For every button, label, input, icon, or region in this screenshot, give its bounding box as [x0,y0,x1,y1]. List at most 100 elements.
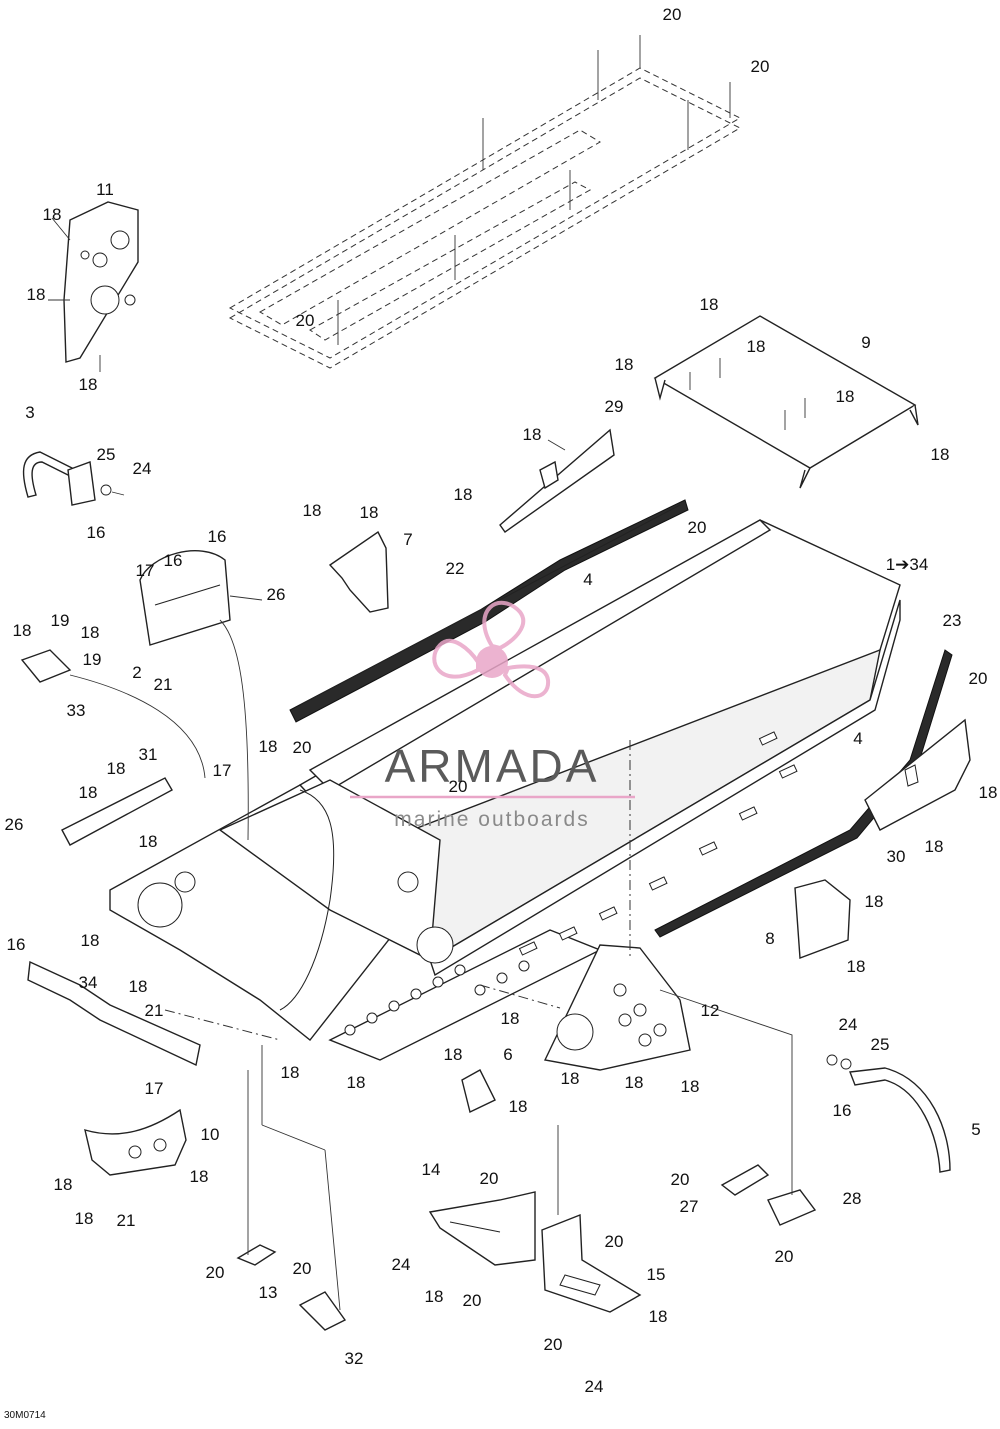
part-7-plate [328,530,389,613]
callout-label: 28 [843,1189,862,1208]
part-2-hub-bracket [139,550,263,646]
part-32-clip [298,1291,347,1331]
callout-label: 13 [259,1283,278,1302]
callout-label: 34 [79,973,98,992]
part-34-front-bar [27,960,201,1067]
callout-label: 20 [206,1263,225,1282]
callout-label: 18 [360,503,379,522]
callout-label: 20 [775,1247,794,1266]
callout-label: 18 [649,1307,668,1326]
callout-label: 20 [293,738,312,757]
callout-label: 16 [87,523,106,542]
watermark: ARMADA marine outboards [350,600,635,831]
main-tunnel-frame [109,519,901,1061]
callout-label: 18 [79,783,98,802]
callout-label: 18 [129,977,148,996]
part-14-step-bracket [428,1191,536,1266]
callout-label: 21 [145,1001,164,1020]
callout-label: 18 [561,1069,580,1088]
top-cover-panel [228,35,742,369]
callout-label: 18 [54,1175,73,1194]
callout-label: 14 [422,1160,441,1179]
watermark-name: ARMADA [385,740,600,792]
callout-label: 18 [107,759,126,778]
callout-label: 11 [96,180,114,199]
callout-label: 1➔34 [886,555,929,574]
callout-label: 18 [865,892,884,911]
callout-label: 26 [267,585,286,604]
callout-label: 9 [861,333,870,352]
callout-label: 18 [75,1209,94,1228]
callout-label: 29 [605,397,624,416]
callout-label: 8 [765,929,774,948]
callout-label: 24 [133,459,152,478]
callout-label: 20 [751,57,770,76]
callout-label: 12 [701,1001,720,1020]
callout-label: 20 [480,1169,499,1188]
callout-label: 18 [259,737,278,756]
part-6-bracket [461,1069,496,1114]
callout-label: 18 [931,445,950,464]
callout-label: 16 [164,551,183,570]
callout-label: 17 [145,1079,164,1098]
callout-label: 20 [605,1232,624,1251]
part-30-bracket [864,718,971,831]
callout-label: 19 [51,611,70,630]
propeller-logo [432,600,551,699]
callout-label: 18 [509,1097,528,1116]
callout-label: 30 [887,847,906,866]
callout-label: 18 [139,832,158,851]
part-27-clip [720,1164,770,1196]
callout-label: 18 [615,355,634,374]
callout-label: 18 [79,375,98,394]
part-29-bracket [499,428,615,533]
tunnel-slots [518,731,798,956]
callout-label: 20 [293,1259,312,1278]
callout-label: 18 [81,931,100,950]
callout-label: 18 [13,621,32,640]
callout-label: 19 [83,650,102,669]
callout-label: 18 [681,1077,700,1096]
figure-reference: 30M0714 [4,1410,46,1421]
callout-label: 18 [523,425,542,444]
callout-label: 31 [139,745,158,764]
part-33-clip [20,649,72,683]
callout-label: 18 [81,623,100,642]
callout-label: 25 [97,445,116,464]
part-10-bracket [84,1108,187,1176]
part-31-bar [61,777,173,846]
callout-label: 10 [201,1125,220,1144]
callout-label: 18 [847,957,866,976]
part-28-clip [767,1189,817,1226]
callout-label: 33 [67,701,86,720]
callout-label: 18 [281,1063,300,1082]
callout-label: 18 [979,783,998,802]
callout-label: 20 [296,311,315,330]
callout-label: 18 [190,1167,209,1186]
callout-label: 18 [43,205,62,224]
part-15-step-bracket [541,1213,642,1313]
callout-label: 21 [117,1211,136,1230]
callout-label: 20 [544,1335,563,1354]
callout-label: 4 [583,570,592,589]
callout-label: 18 [27,285,46,304]
callout-label: 24 [585,1377,604,1396]
callout-label: 18 [454,485,473,504]
callout-label: 20 [663,5,682,24]
callout-labels: 2020201118181818189181818325241629181818… [5,5,998,1396]
callout-label: 24 [839,1015,858,1034]
callout-label: 32 [345,1349,364,1368]
part-8-plate [794,879,851,959]
callout-label: 18 [836,387,855,406]
callout-label: 18 [347,1073,366,1092]
assembly-guide-lines [69,619,793,1311]
callout-label: 5 [971,1120,980,1139]
callout-label: 18 [925,837,944,856]
callout-label: 18 [444,1045,463,1064]
part-9-tunnel-panel [653,315,919,489]
watermark-tagline: marine outboards [394,808,589,831]
callout-label: 17 [213,761,232,780]
part-5-handle [826,1054,951,1173]
